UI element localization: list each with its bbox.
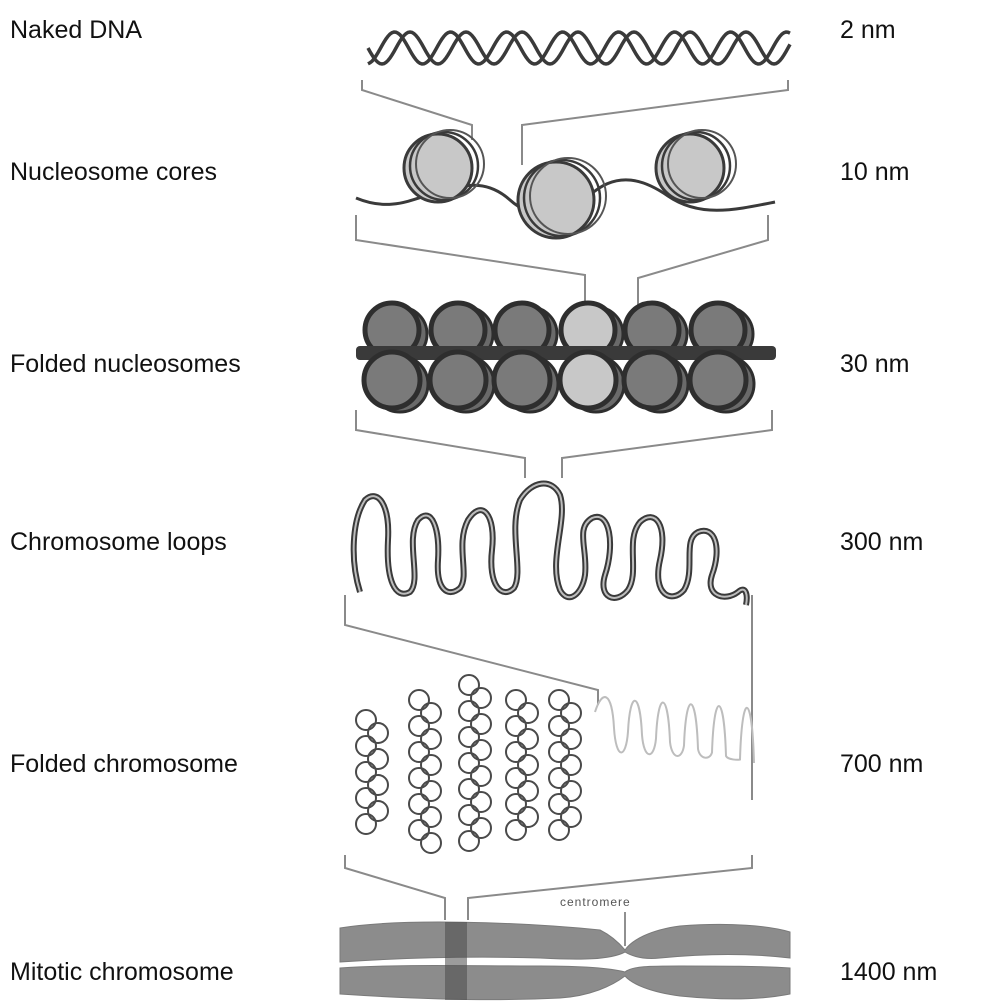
connector-dna-to-nucleosome-right [522,80,788,165]
coil-loop [506,820,526,840]
connector-folded-to-loops-left [356,410,525,478]
coil-loop [549,742,569,762]
coil-loop [421,703,441,723]
coil-loop [506,742,526,762]
coil-loop [421,781,441,801]
connector-folded-to-mitotic-left [345,855,445,920]
coil-loop [471,766,491,786]
coil-loop [459,805,479,825]
coil-loop [518,807,538,827]
coil-loop [459,727,479,747]
folded-nucleosome-bottom [624,352,680,408]
coil-loop [459,753,479,773]
coil-loop [409,820,429,840]
chromosome-band [445,922,467,1000]
coil-loop [459,701,479,721]
mitotic-chromosome-drawing: centromere [340,895,790,1000]
folded-chromosome-drawing [356,675,754,853]
coil-loop [356,710,376,730]
connector-loops-to-folded-left [345,595,598,705]
coil-loop [506,716,526,736]
coil-loop [561,781,581,801]
nucleosome-2 [518,158,606,238]
connector-folded-to-loops-right [562,410,772,478]
folded-nucleosome-bottom [560,352,616,408]
folded-nucleosomes-fiber [356,303,776,412]
coil-loop [471,714,491,734]
coil-loop [549,794,569,814]
connector-folded-to-mitotic-right [468,855,752,920]
coil-loop [368,801,388,821]
coil-loop [356,788,376,808]
centromere-label: centromere [560,895,631,909]
naked-dna-helix [368,32,790,64]
coil-loop [356,762,376,782]
coil-loop [368,749,388,769]
coil-loop [409,716,429,736]
coil-loop [421,833,441,853]
coil-loop [561,729,581,749]
coil-loop [506,794,526,814]
coil-loop [506,768,526,788]
coil-loop [368,775,388,795]
coil-loop [409,690,429,710]
coil-loop [549,768,569,788]
nucleosome-cores-drawing [356,130,775,238]
coil-loop [518,729,538,749]
coil-loop [549,820,569,840]
coil-loop [471,740,491,760]
nucleosome-1 [404,130,484,202]
coil-loop [471,792,491,812]
coil-loop [549,716,569,736]
coil-loop [471,688,491,708]
coil-loop [459,675,479,695]
folded-nucleosome-bottom [430,352,486,408]
coil-loop [561,807,581,827]
coil-loop [356,814,376,834]
coil-loop [518,703,538,723]
coil-loop [409,768,429,788]
chromosome-loops-drawing [354,484,747,605]
coil-loop [368,723,388,743]
coil-loop [518,755,538,775]
coil-loop [421,807,441,827]
connector-nucleosome-to-folded-right [638,215,768,305]
coil-loop [561,703,581,723]
chromatid-lower [340,966,790,1000]
coil-loop [421,729,441,749]
chromatid-upper [340,922,790,962]
folded-nucleosome-bottom [364,352,420,408]
coil-loop [459,831,479,851]
coil-loop [471,818,491,838]
coil-loop [549,690,569,710]
coil-loop [356,736,376,756]
coil-loop [409,742,429,762]
nucleosome-3 [656,130,736,202]
folded-nucleosome-bottom [690,352,746,408]
coil-loop [409,794,429,814]
coil-loop [506,690,526,710]
coil-loop [561,755,581,775]
coil-loop [518,781,538,801]
coil-loop [459,779,479,799]
coil-loop [421,755,441,775]
folded-nucleosome-bottom [494,352,550,408]
unfolded-loop-trail [595,697,754,763]
